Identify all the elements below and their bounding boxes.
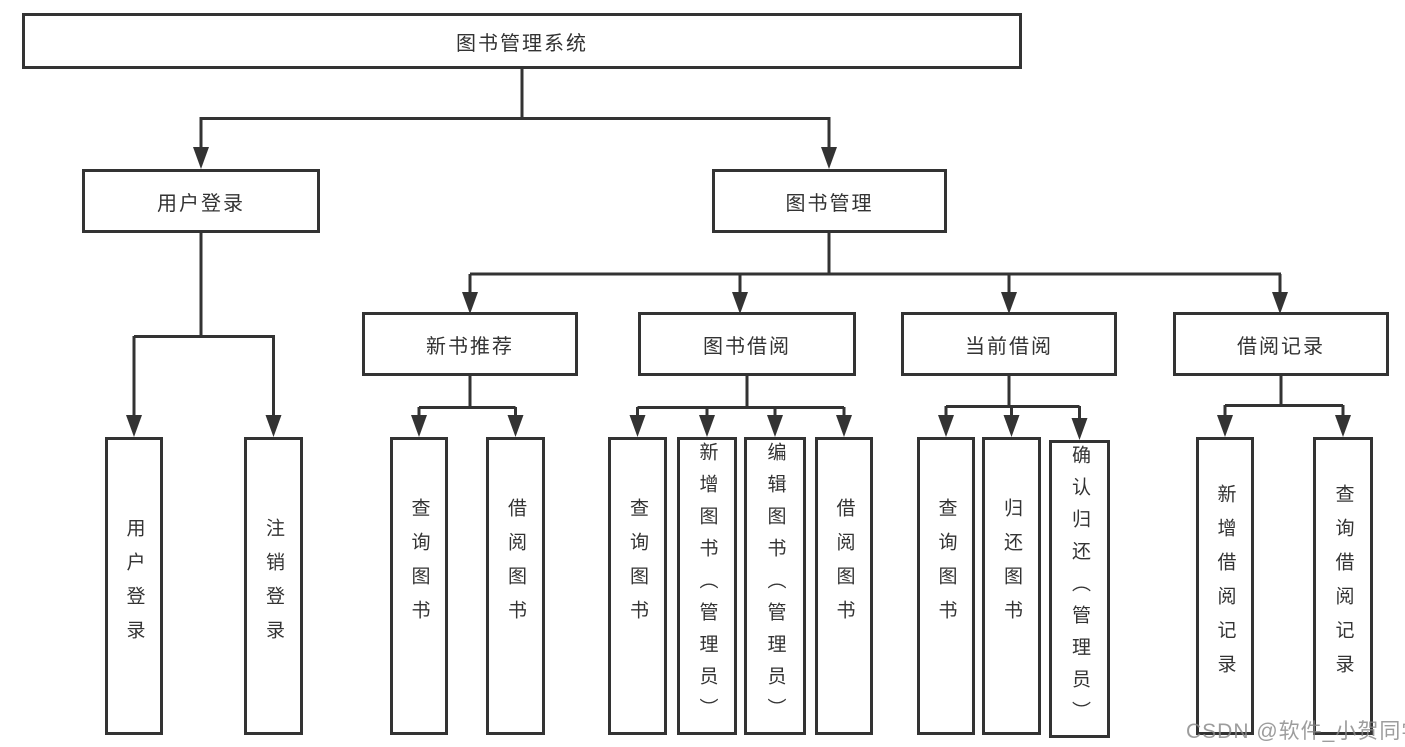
arrowhead-add-books (699, 415, 715, 437)
leaf-logout-label: 注销登录 (263, 518, 284, 654)
arrowhead-borrow-books-nb (507, 415, 524, 437)
arrowhead-query-books-cb (938, 415, 954, 437)
leaf-query-borrow-record: 查询借阅记录 (1313, 437, 1373, 735)
leaf-user-login: 用户登录 (105, 437, 163, 735)
leaf-query-books-current-borrow: 查询图书 (917, 437, 975, 735)
leaf-confirm-return-admin-label: 确认归还（管理员） (1069, 445, 1090, 733)
arrowhead-edit-books (767, 415, 783, 437)
arrowhead-book-mgmt (821, 147, 837, 169)
leaf-edit-books-admin: 编辑图书（管理员） (744, 437, 806, 735)
leaf-borrow-books-book-borrow-label: 借阅图书 (833, 498, 855, 634)
arrowhead-query-record (1335, 415, 1351, 437)
node-book-mgmt-label: 图书管理 (785, 192, 874, 215)
leaf-query-books-current-borrow-label: 查询图书 (935, 498, 957, 634)
leaf-add-books-admin-label: 新增图书（管理员） (696, 442, 718, 730)
leaf-add-borrow-record: 新增借阅记录 (1196, 437, 1254, 735)
leaf-return-books-label: 归还图书 (1001, 498, 1022, 634)
node-user-login-label: 用户登录 (157, 192, 245, 215)
node-root: 图书管理系统 (22, 13, 1022, 69)
arrowhead-leaf-logout (265, 415, 282, 437)
arrowhead-query-books-bb (629, 415, 646, 437)
arrowhead-user-login (193, 147, 209, 169)
leaf-borrow-books-new-books: 借阅图书 (486, 437, 545, 735)
node-new-books-label: 新书推荐 (426, 335, 514, 358)
leaf-borrow-books-new-books-label: 借阅图书 (505, 498, 526, 634)
node-borrow-records-label: 借阅记录 (1237, 335, 1325, 358)
arrowhead-current-borrow (1001, 292, 1017, 314)
node-book-mgmt: 图书管理 (712, 169, 947, 233)
arrowhead-return-books (1003, 415, 1020, 437)
node-new-books: 新书推荐 (362, 312, 578, 376)
leaf-logout: 注销登录 (244, 437, 303, 735)
leaf-add-borrow-record-label: 新增借阅记录 (1214, 484, 1236, 688)
node-user-login: 用户登录 (82, 169, 320, 233)
arrowhead-add-record (1217, 415, 1233, 437)
node-borrow-records: 借阅记录 (1173, 312, 1389, 376)
leaf-user-login-label: 用户登录 (123, 518, 145, 654)
node-book-borrow-label: 图书借阅 (703, 335, 791, 358)
leaf-query-borrow-record-label: 查询借阅记录 (1332, 484, 1354, 688)
arrowhead-confirm-return (1071, 418, 1088, 440)
leaf-return-books: 归还图书 (982, 437, 1041, 735)
leaf-confirm-return-admin: 确认归还（管理员） (1049, 440, 1110, 738)
arrowhead-borrow-books-bb (836, 415, 852, 437)
arrowhead-book-borrow (732, 292, 748, 314)
arrowhead-query-books-nb (411, 415, 427, 437)
leaf-borrow-books-book-borrow: 借阅图书 (815, 437, 873, 735)
arrowhead-new-books (462, 292, 478, 314)
node-book-borrow: 图书借阅 (638, 312, 856, 376)
arrowhead-borrow-records (1272, 292, 1288, 314)
node-current-borrow-label: 当前借阅 (965, 335, 1053, 358)
leaf-add-books-admin: 新增图书（管理员） (677, 437, 737, 735)
leaf-query-books-new-books-label: 查询图书 (408, 498, 430, 634)
leaf-query-books-book-borrow: 查询图书 (608, 437, 667, 735)
leaf-query-books-book-borrow-label: 查询图书 (627, 498, 648, 634)
watermark-text: CSDN @软件_小贺同学 (1186, 720, 1405, 743)
leaf-query-books-new-books: 查询图书 (390, 437, 448, 735)
arrowhead-leaf-user-login (126, 415, 142, 437)
node-current-borrow: 当前借阅 (901, 312, 1117, 376)
leaf-edit-books-admin-label: 编辑图书（管理员） (764, 442, 786, 730)
node-root-label: 图书管理系统 (456, 32, 588, 55)
